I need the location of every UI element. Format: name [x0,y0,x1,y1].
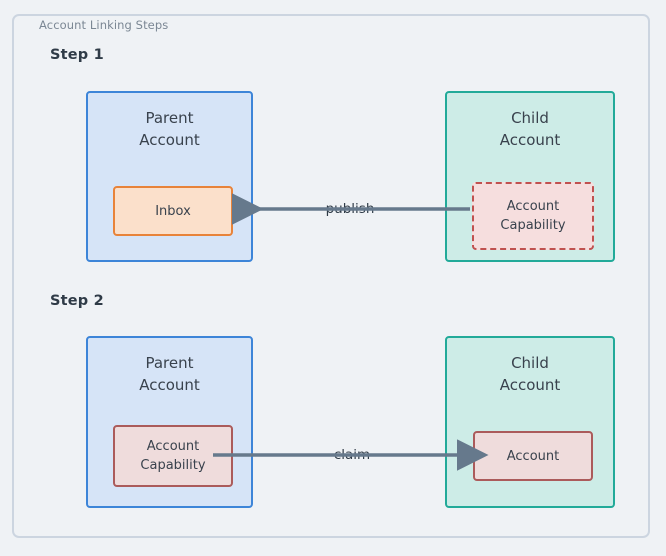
step-2-arrow-label-claim: claim [328,447,376,463]
step-1-account-capability-node[interactable]: Account Capability [472,182,594,250]
step-2-account-capability-node[interactable]: Account Capability [113,425,233,487]
step-1-label: Step 1 [50,47,104,63]
step-1-arrow-label-publish: publish [320,201,380,217]
step-1-parent-account-title: Parent Account [139,109,200,149]
step-1-parent-account-box[interactable]: Parent Account Inbox [86,91,253,262]
step-2-parent-account-title: Parent Account [139,354,200,394]
diagram-title: Account Linking Steps [34,18,174,32]
step-1-child-account-box[interactable]: Child Account Account Capability [445,91,615,262]
step-2-parent-account-box[interactable]: Parent Account Account Capability [86,336,253,508]
step-1-child-account-title: Child Account [499,109,561,149]
step-2-child-account-title: Child Account [499,354,561,394]
step-2-label: Step 2 [50,293,104,309]
step-2-account-node[interactable]: Account [473,431,593,481]
step-1-inbox-node[interactable]: Inbox [113,186,233,236]
step-2-child-account-box[interactable]: Child Account Account [445,336,615,508]
